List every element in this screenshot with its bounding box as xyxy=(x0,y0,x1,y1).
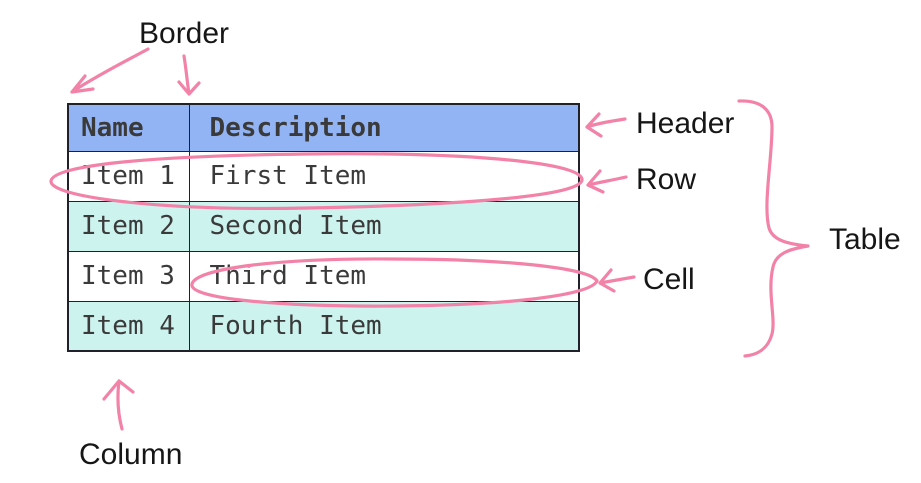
table-row: Item 2 Second Item xyxy=(67,200,580,252)
table-header-row: Name Description xyxy=(67,103,580,152)
table-cell-name: Item 4 xyxy=(67,300,190,352)
table-cell-name: Item 3 xyxy=(67,250,190,302)
row-label: Row xyxy=(636,163,697,196)
border-label: Border xyxy=(139,17,230,50)
table-cell-description: Second Item xyxy=(188,200,580,252)
border-arrow-to-corner-icon xyxy=(70,47,150,94)
table-cell-description: Fourth Item xyxy=(188,300,580,352)
table-cell-description: First Item xyxy=(188,150,580,202)
column-arrow-icon xyxy=(102,379,135,431)
table-header-name: Name xyxy=(67,103,190,152)
table-cell-name: Item 2 xyxy=(67,200,190,252)
border-arrow-to-top-icon xyxy=(177,54,201,96)
column-label: Column xyxy=(79,438,183,471)
header-arrow-icon xyxy=(585,112,627,138)
table-header-description: Description xyxy=(188,103,580,152)
table-row: Item 3 Third Item xyxy=(67,250,580,302)
cell-label: Cell xyxy=(643,263,695,296)
cell-arrow-icon xyxy=(598,268,636,293)
table-label: Table xyxy=(829,223,901,256)
table-cell-description: Third Item xyxy=(188,250,580,302)
table-row: Item 4 Fourth Item xyxy=(67,300,580,352)
row-arrow-icon xyxy=(586,169,628,194)
example-table: Name Description Item 1 First Item Item … xyxy=(67,103,580,352)
table-cell-name: Item 1 xyxy=(67,150,190,202)
table-brace-icon xyxy=(737,99,810,358)
table-row: Item 1 First Item xyxy=(67,150,580,202)
header-label: Header xyxy=(636,107,735,140)
